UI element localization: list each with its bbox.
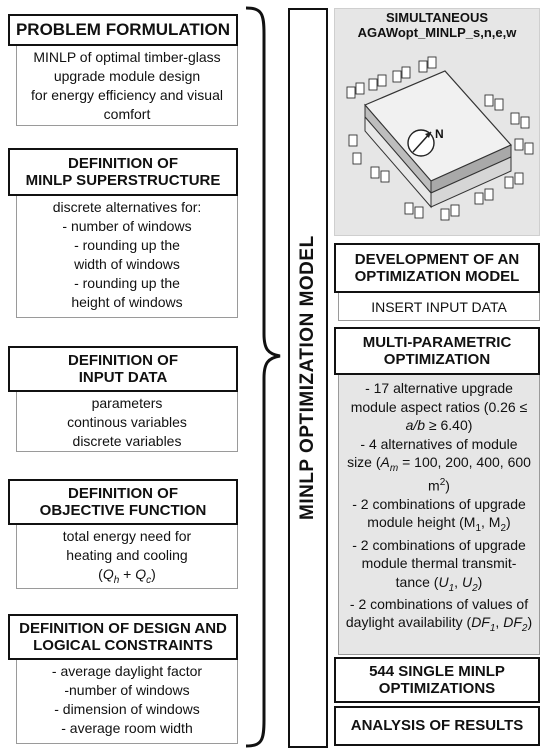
body-line: - rounding up the [74,275,180,292]
body-line: - average room width [61,720,193,737]
superstructure-title-line: DEFINITION OF [68,154,178,172]
multi-title-line: OPTIMIZATION [383,351,491,368]
superstructure-header: DEFINITION OF MINLP SUPERSTRUCTURE [8,148,238,196]
development-header: DEVELOPMENT OF AN OPTIMIZATION MODEL [334,243,540,293]
body-line: - rounding up the [74,237,180,254]
input-data-header: DEFINITION OF INPUT DATA [8,346,238,392]
body-line: discrete variables [72,433,182,450]
development-title-line: OPTIMIZATION MODEL [354,268,520,285]
objective-function-body: total energy need for heating and coolin… [16,525,238,589]
figure-title: SIMULTANEOUS AGAWopt_MINLP_s,n,e,w [335,10,539,41]
body-line: MINLP of optimal timber-glass [33,49,221,65]
optimization-model-frame: MINLP OPTIMIZATION MODEL [288,8,328,748]
multi-item-line: tance (U1, U2) [395,573,483,594]
body-line: total energy need for [62,528,192,544]
superstructure-title-line: MINLP SUPERSTRUCTURE [25,172,221,189]
constraints-title-line: DEFINITION OF DESIGN AND [19,619,227,637]
body-line: continous variables [67,414,187,431]
body-line: parameters [91,395,163,411]
objective-function-header: DEFINITION OF OBJECTIVE FUNCTION [8,479,238,525]
multi-parametric-body: - 17 alternative upgrade module aspect r… [338,375,540,655]
body-line: -number of windows [64,682,190,699]
development-title-line: DEVELOPMENT OF AN [354,250,520,268]
compass-label: N [435,127,444,141]
multi-item-line: module height (M1, M2) [367,514,511,535]
multi-title-line: MULTI-PARAMETRIC [362,333,512,351]
insert-input-label: INSERT INPUT DATA [371,299,507,315]
body-line: - number of windows [62,218,192,235]
multi-item-line: size (Am = 100, 200, 400, 600 [347,454,531,475]
input-data-body: parameters continous variables discrete … [16,392,238,452]
insert-input-data: INSERT INPUT DATA [338,293,540,321]
problem-formulation-title: PROBLEM FORMULATION [15,20,231,40]
single-title-line: OPTIMIZATIONS [378,680,496,697]
superstructure-body: discrete alternatives for: - number of w… [16,196,238,318]
body-line: heating and cooling [66,547,188,564]
body-line: width of windows [74,256,180,273]
problem-formulation-header: PROBLEM FORMULATION [8,14,238,46]
building-isometric-figure: N [346,56,534,221]
constraints-body: - average daylight factor -number of win… [16,660,238,744]
figure-title-line: AGAWopt_MINLP_s,n,e,w [357,24,517,40]
analysis-label: ANALYSIS OF RESULTS [350,717,524,735]
multi-item-line: m2) [428,476,450,494]
input-data-title-line: DEFINITION OF [68,351,178,369]
constraints-title-line: LOGICAL CONSTRAINTS [33,637,213,654]
optimization-model-label: MINLP OPTIMIZATION MODEL [297,235,318,521]
multi-item-line: a/b ≥ 6.40) [405,417,473,434]
body-line: - average daylight factor [51,663,203,679]
body-line: discrete alternatives for: [52,199,202,215]
figure-title-line: SIMULTANEOUS [385,10,489,25]
multi-item-line: - 2 combinations of upgrade [352,536,526,553]
objective-title-line: OBJECTIVE FUNCTION [39,502,207,519]
body-line: comfort [103,106,151,123]
multi-item-line: module aspect ratios (0.26 ≤ [350,398,528,415]
right-curly-brace [245,6,281,748]
multi-item-line: module thermal transmit- [361,555,517,572]
single-optimizations-header: 544 SINGLE MINLP OPTIMIZATIONS [334,657,540,703]
input-data-title-line: INPUT DATA [78,369,168,386]
body-line: for energy efficiency and visual [31,87,223,104]
objective-formula: (Qh + Qc) [98,566,156,586]
multi-item-line: daylight availability (DF1, DF2) [345,614,533,635]
constraints-header: DEFINITION OF DESIGN AND LOGICAL CONSTRA… [8,614,238,660]
problem-formulation-body: MINLP of optimal timber-glass upgrade mo… [16,46,238,126]
body-line: height of windows [71,294,183,311]
objective-title-line: DEFINITION OF [68,484,178,502]
body-line: upgrade module design [53,68,201,85]
multi-parametric-header: MULTI-PARAMETRIC OPTIMIZATION [334,327,540,375]
single-title-line: 544 SINGLE MINLP [369,662,505,680]
analysis-header: ANALYSIS OF RESULTS [334,706,540,746]
multi-item-line: - 4 alternatives of module [360,435,518,452]
building-figure-panel: SIMULTANEOUS AGAWopt_MINLP_s,n,e,w N [334,8,540,236]
multi-item-line: - 2 combinations of values of [349,595,529,612]
body-line: - dimension of windows [54,701,200,718]
multi-item-line: - 2 combinations of upgrade [352,495,526,512]
multi-item-line: - 17 alternative upgrade [365,380,513,396]
